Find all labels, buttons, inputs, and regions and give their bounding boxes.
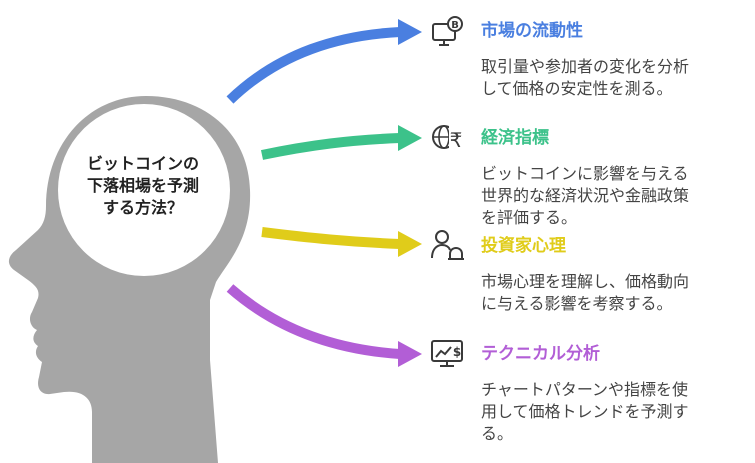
desc-line: チャートパターンや指標を使 <box>481 380 689 399</box>
desc-line: ビットコインに影響を与える <box>481 164 689 183</box>
arrow-blue-head <box>398 19 422 45</box>
center-line: ビットコインの <box>86 154 199 173</box>
center-line: 下落相場を予測 <box>86 176 199 195</box>
desc-line: 用して価格トレンドを予測す <box>481 402 689 421</box>
item-title-economic: 経済指標 <box>481 128 549 148</box>
svg-text:B: B <box>451 20 459 31</box>
item-desc-sentiment: 市場心理を理解し、価格動向 に与える影響を考察する。 <box>481 271 751 315</box>
arrow-yellow-head <box>398 231 422 257</box>
item-title-sentiment: 投資家心理 <box>481 236 566 256</box>
desc-line: る。 <box>481 424 514 443</box>
chart-monitor-icon: $ <box>431 340 463 367</box>
desc-line: を評価する。 <box>481 208 578 227</box>
center-circle <box>58 104 230 276</box>
arrow-blue <box>226 27 401 104</box>
center-line: する方法？ <box>102 198 183 217</box>
arrow-green-head <box>398 125 422 151</box>
arrow-purple <box>226 284 401 359</box>
desc-line: 市場心理を理解し、価格動向 <box>481 272 690 291</box>
item-title-liquidity: 市場の流動性 <box>481 21 583 41</box>
item-desc-economic: ビットコインに影響を与える 世界的な経済状況や金融政策 を評価する。 <box>481 163 751 229</box>
arrow-green <box>260 133 401 160</box>
desc-line: して価格の安定性を測る。 <box>481 79 673 98</box>
arrow-purple-head <box>398 341 422 367</box>
item-desc-liquidity: 取引量や参加者の変化を分析 して価格の安定性を測る。 <box>481 56 751 100</box>
svg-text:$: $ <box>453 345 461 359</box>
svg-text:₹: ₹ <box>450 128 463 152</box>
bitcoin-computer-icon: B <box>432 16 463 46</box>
center-question: ビットコインの 下落相場を予測 する方法？ <box>64 153 222 219</box>
globe-rupee-icon: ₹ <box>432 125 463 152</box>
desc-line: 取引量や参加者の変化を分析 <box>481 57 690 76</box>
investor-bell-icon <box>431 230 464 260</box>
desc-line: 世界的な経済状況や金融政策 <box>481 186 690 205</box>
arrow-yellow <box>261 227 401 249</box>
item-desc-technical: チャートパターンや指標を使 用して価格トレンドを予測す る。 <box>481 379 751 445</box>
item-title-technical: テクニカル分析 <box>481 344 600 364</box>
desc-line: に与える影響を考察する。 <box>481 294 673 313</box>
